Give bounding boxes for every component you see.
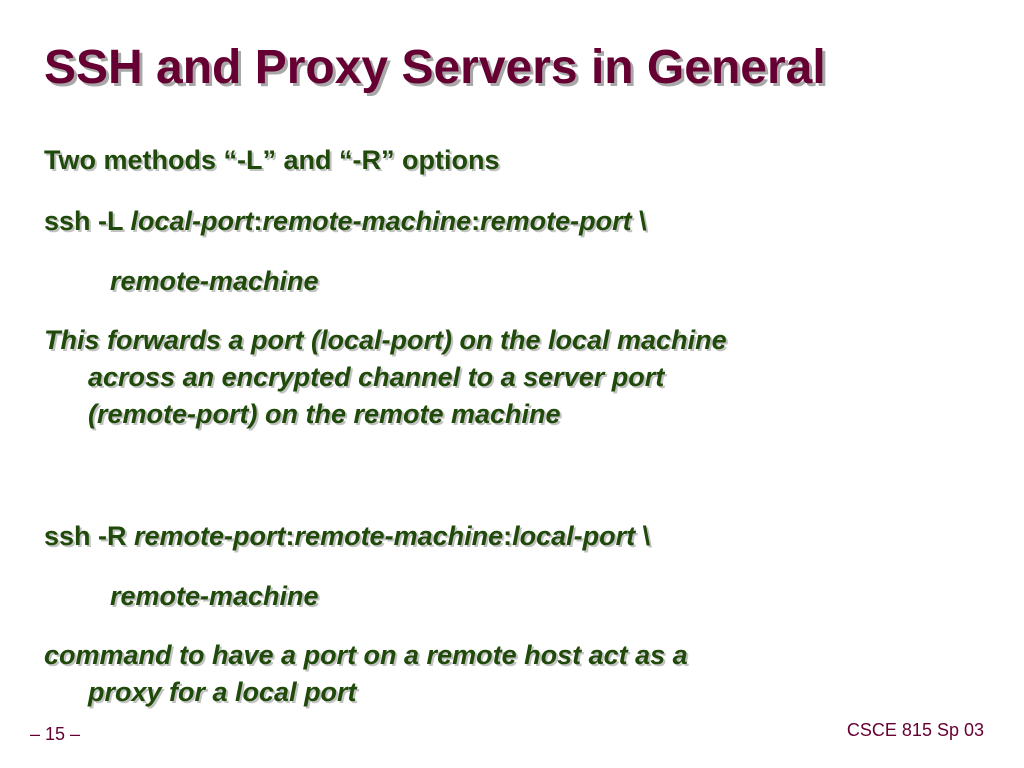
ssh-r-description: command to have a port on a remote host … bbox=[44, 637, 688, 711]
ssh-l-command: ssh -L local-port:remote-machine:remote-… bbox=[44, 203, 647, 240]
course-label: CSCE 815 Sp 03 bbox=[846, 720, 984, 740]
ssh-r-sep-2: : bbox=[503, 521, 513, 551]
ssh-r-host: remote-machine bbox=[110, 581, 319, 611]
ssh-r-arg-remote-machine: remote-machine bbox=[294, 521, 504, 551]
ssh-l-description-line-1: This forwards a port (local-port) on the… bbox=[44, 325, 727, 355]
ssh-l-continuation: \ bbox=[631, 206, 647, 236]
ssh-l-arg-local-port: local-port bbox=[130, 206, 254, 236]
ssh-l-description: This forwards a port (local-port) on the… bbox=[44, 322, 727, 433]
ssh-l-description-line-3: (remote-port) on the remote machine bbox=[88, 399, 561, 429]
ssh-r-description-line-2: proxy for a local port bbox=[88, 677, 357, 707]
ssh-l-arg-remote-machine: remote-machine bbox=[262, 206, 472, 236]
ssh-r-arg-remote-port: remote-port bbox=[134, 521, 286, 551]
ssh-r-command: ssh -R remote-port:remote-machine:local-… bbox=[44, 518, 650, 555]
slide-title: SSH and Proxy Servers in General bbox=[44, 41, 826, 94]
ssh-l-arg-remote-port: remote-port bbox=[480, 206, 632, 236]
ssh-r-continuation: \ bbox=[635, 521, 651, 551]
ssh-l-sep-2: : bbox=[471, 206, 481, 236]
ssh-r-description-line-1: command to have a port on a remote host … bbox=[44, 640, 688, 670]
ssh-r-prefix: ssh -R bbox=[44, 521, 135, 551]
ssh-l-prefix: ssh -L bbox=[44, 206, 131, 236]
ssh-l-description-line-2: across an encrypted channel to a server … bbox=[88, 362, 665, 392]
ssh-l-host: remote-machine bbox=[110, 266, 319, 296]
ssh-r-arg-local-port: local-port bbox=[512, 521, 636, 551]
methods-line: Two methods “-L” and “-R” options bbox=[44, 145, 500, 175]
ssh-l-sep-1: : bbox=[253, 206, 263, 236]
page-number: – 15 – bbox=[30, 724, 81, 744]
ssh-r-sep-1: : bbox=[285, 521, 295, 551]
